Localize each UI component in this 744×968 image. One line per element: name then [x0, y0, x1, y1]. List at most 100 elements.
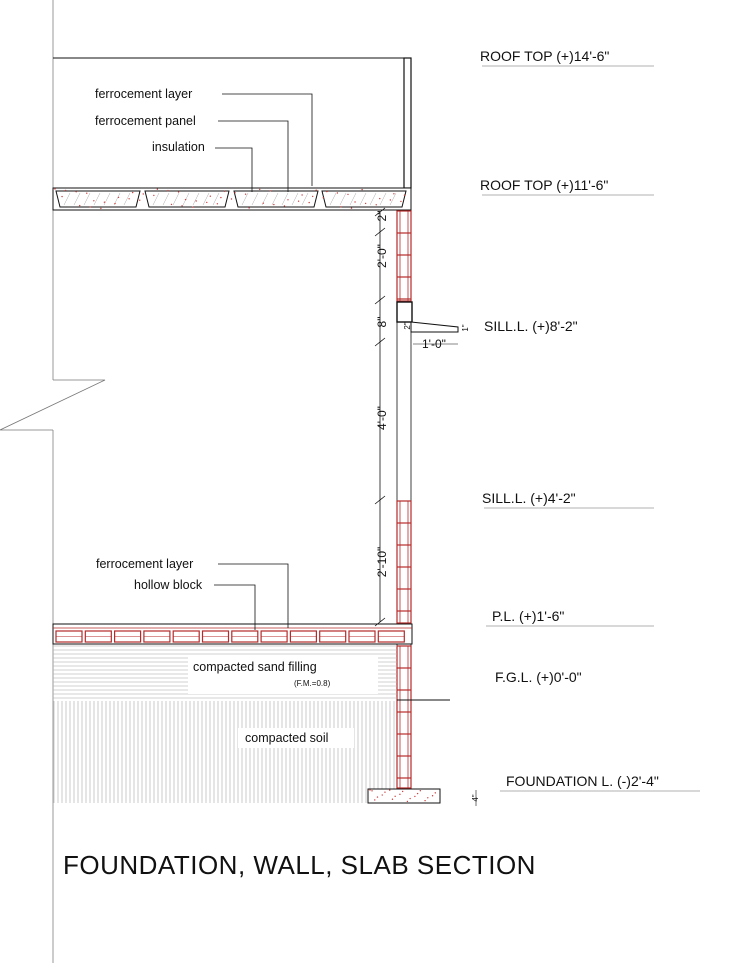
- speckle: [389, 789, 391, 791]
- footing: [367, 788, 441, 804]
- speckle: [206, 201, 208, 204]
- speckle: [340, 206, 342, 208]
- dim-sill-thk: 2": [403, 322, 412, 329]
- panel-hatch: [349, 192, 357, 206]
- panel-hatch: [281, 192, 289, 206]
- panel-hatch: [73, 192, 81, 206]
- panel-hatch: [359, 192, 367, 206]
- dim-window: 4'-0": [375, 406, 389, 430]
- panel-hatch: [192, 192, 200, 206]
- speckle: [301, 194, 303, 196]
- speckle: [234, 192, 236, 194]
- callout-floor-ferrocement: ferrocement layer: [96, 557, 193, 571]
- speckle: [220, 196, 222, 199]
- dim-tick: [374, 295, 386, 305]
- speckle: [354, 201, 356, 203]
- speckle: [262, 202, 264, 204]
- panel-hatch: [93, 192, 101, 206]
- panel-hatch: [152, 192, 160, 206]
- speckle: [434, 792, 436, 794]
- speckle: [369, 789, 371, 791]
- speckle: [209, 195, 212, 197]
- dim-tick: [374, 495, 386, 505]
- level-roof-top-lower: ROOF TOP (+)11'-6": [480, 177, 608, 193]
- speckle: [424, 799, 426, 802]
- dim-lintel: 8": [375, 317, 389, 328]
- roof-panel: [144, 190, 230, 208]
- panel-hatch: [301, 192, 309, 206]
- speckle: [248, 207, 250, 209]
- speckle: [379, 197, 381, 200]
- panel-hatch: [63, 192, 71, 206]
- speckle: [376, 796, 379, 798]
- speckle: [114, 202, 116, 205]
- speckle: [216, 203, 219, 205]
- roof-slab: [52, 187, 412, 211]
- brick-course: [396, 645, 412, 789]
- speckle: [315, 189, 317, 191]
- speckle: [322, 197, 324, 199]
- speckle: [79, 204, 81, 207]
- brick-upper: [396, 210, 412, 302]
- panel-hatch: [182, 192, 190, 206]
- speckle: [394, 795, 396, 798]
- callout-hollow-block: hollow block: [134, 578, 203, 592]
- dim-tick: [374, 337, 386, 347]
- speckle: [100, 207, 102, 210]
- speckle: [269, 190, 272, 192]
- level-sill-lower: SILL.L. (+)4'-2": [482, 490, 576, 506]
- speckle: [86, 192, 88, 194]
- hollow-blocks: [55, 630, 405, 643]
- speckle: [419, 790, 422, 792]
- speckle: [427, 797, 429, 799]
- speckle: [308, 201, 310, 204]
- dim-footing: 4": [471, 794, 480, 801]
- panel-hatch: [379, 192, 387, 206]
- dim-roof-thk: 2": [375, 211, 389, 222]
- panel-hatch: [83, 192, 91, 206]
- callout-insulation: insulation: [152, 140, 205, 154]
- speckle: [311, 195, 314, 198]
- callout-ferrocement-layer: ferrocement layer: [95, 87, 192, 101]
- panel-hatch: [389, 192, 397, 206]
- panel-hatch: [172, 192, 180, 206]
- sand-note: (F.M.=0.8): [294, 679, 331, 688]
- speckle: [283, 205, 286, 207]
- speckle: [347, 193, 349, 196]
- roof-panel: [233, 190, 319, 208]
- speckle: [156, 188, 159, 190]
- speckle: [350, 207, 353, 209]
- speckle: [170, 203, 173, 206]
- speckle: [75, 191, 77, 193]
- lintel: [396, 301, 413, 323]
- speckle: [191, 206, 194, 208]
- speckle: [401, 790, 404, 793]
- brick-wall: [396, 210, 459, 790]
- speckle: [142, 193, 144, 195]
- speckle: [326, 190, 328, 193]
- floor-callouts: ferrocement layer hollow block: [96, 557, 289, 630]
- dim-sill-drop: 1": [461, 324, 470, 331]
- dimension-string: 2" 2'-0" 8" 4'-0" 2'-10" 2" 1" 1'-0" 4": [374, 207, 480, 806]
- sand-filling: compacted sand filling (F.M.=0.8): [53, 645, 397, 700]
- speckle: [381, 794, 383, 796]
- speckle: [384, 791, 386, 793]
- sheet-border: [0, 0, 106, 963]
- level-roof-top-upper: ROOF TOP (+)14'-6": [480, 48, 609, 64]
- sand-label: compacted sand filling: [193, 660, 317, 674]
- brick-course: [396, 210, 412, 302]
- speckle: [259, 188, 261, 191]
- speckle: [128, 198, 130, 200]
- speckle: [103, 201, 106, 203]
- level-markers: ROOF TOP (+)14'-6" ROOF TOP (+)11'-6" SI…: [480, 48, 700, 792]
- dim-tick: [374, 227, 386, 237]
- speckle: [273, 203, 275, 206]
- panel-hatch: [369, 192, 377, 206]
- speckle: [414, 795, 416, 798]
- compacted-soil: compacted soil: [53, 701, 397, 803]
- speckle: [244, 193, 247, 195]
- panel-hatch: [339, 192, 347, 206]
- panel-hatch: [271, 192, 279, 206]
- roof-speckles: [54, 188, 406, 210]
